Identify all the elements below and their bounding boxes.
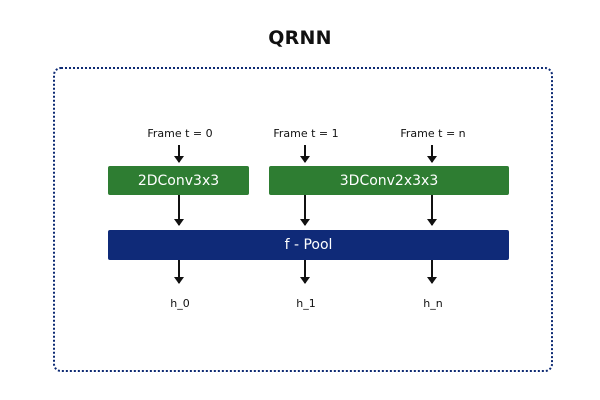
arrow-input-1-to-conv xyxy=(304,145,306,162)
input-label-frame-1: Frame t = 1 xyxy=(273,127,339,140)
output-label-hn: h_n xyxy=(423,297,443,310)
arrow-conv-to-pool-n xyxy=(431,195,433,225)
output-label-h1: h_1 xyxy=(296,297,316,310)
output-label-h0: h_0 xyxy=(170,297,190,310)
arrow-conv-to-pool-1 xyxy=(304,195,306,225)
arrow-pool-to-output-0 xyxy=(178,260,180,283)
input-label-frame-n: Frame t = n xyxy=(400,127,466,140)
diagram-title: QRNN xyxy=(268,27,332,49)
arrow-input-0-to-conv xyxy=(178,145,180,162)
conv-block-2d: 2DConv3x3 xyxy=(108,166,249,195)
arrow-conv-to-pool-0 xyxy=(178,195,180,225)
input-label-frame-0: Frame t = 0 xyxy=(147,127,213,140)
f-pool-block: f - Pool xyxy=(108,230,509,260)
qrnn-frame-border xyxy=(53,67,553,372)
conv-block-3d: 3DConv2x3x3 xyxy=(269,166,509,195)
arrow-pool-to-output-n xyxy=(431,260,433,283)
arrow-pool-to-output-1 xyxy=(304,260,306,283)
arrow-input-n-to-conv xyxy=(431,145,433,162)
